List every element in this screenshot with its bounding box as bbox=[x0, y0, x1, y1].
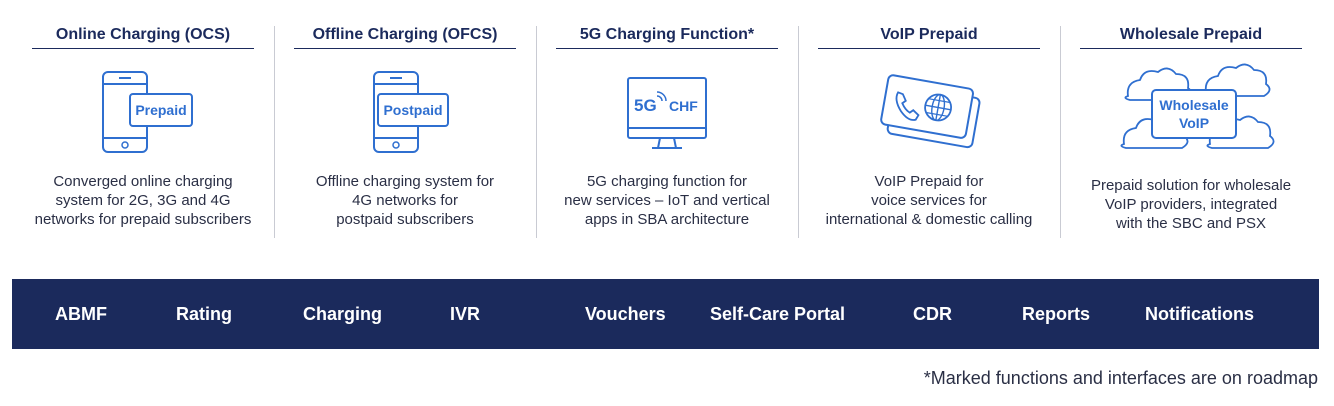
desc-line: Converged online charging bbox=[53, 173, 233, 190]
column-voip-prepaid: VoIP Prepaid VoIP Prepaid for voice serv… bbox=[798, 22, 1060, 240]
chf-label: CHF bbox=[669, 98, 698, 114]
column-5g-charging: 5G Charging Function* 5G CHF 5G charging… bbox=[536, 22, 798, 240]
column-divider bbox=[798, 26, 799, 238]
phone-icon: Postpaid bbox=[274, 68, 536, 168]
phone-badge-label: Postpaid bbox=[383, 102, 442, 118]
column-description: 5G charging function for new services – … bbox=[536, 172, 798, 229]
desc-line: 5G charging function for bbox=[586, 173, 748, 190]
desc-line: system for 2G, 3G and 4G bbox=[55, 192, 231, 209]
desc-line: with the SBC and PSX bbox=[1115, 215, 1267, 232]
5g-label: 5G bbox=[634, 96, 657, 115]
column-wholesale-prepaid: Wholesale Prepaid Wholesale VoIP Prepaid… bbox=[1060, 22, 1322, 240]
module-ivr: IVR bbox=[450, 304, 481, 324]
desc-line: VoIP Prepaid for bbox=[874, 173, 984, 190]
desc-line: VoIP providers, integrated bbox=[1104, 196, 1278, 213]
column-divider bbox=[1060, 26, 1061, 238]
desc-line: voice services for bbox=[871, 192, 987, 209]
desc-line: networks for prepaid subscribers bbox=[34, 211, 252, 228]
column-title: VoIP Prepaid bbox=[818, 22, 1040, 49]
desc-line: postpaid subscribers bbox=[336, 211, 474, 228]
roadmap-footnote: *Marked functions and interfaces are on … bbox=[923, 368, 1318, 388]
column-title: Online Charging (OCS) bbox=[32, 22, 254, 49]
column-offline-charging: Offline Charging (OFCS) Postpaid Offline… bbox=[274, 22, 536, 240]
column-online-charging: Online Charging (OCS) Prepaid Converged … bbox=[12, 22, 274, 240]
desc-line: new services – IoT and vertical bbox=[564, 192, 770, 209]
column-title: 5G Charging Function* bbox=[556, 22, 778, 49]
module-reports: Reports bbox=[1022, 304, 1091, 324]
monitor-icon: 5G CHF bbox=[536, 68, 798, 168]
module-cdr: CDR bbox=[913, 304, 952, 324]
column-description: VoIP Prepaid for voice services for inte… bbox=[798, 172, 1060, 229]
desc-line: Prepaid solution for wholesale bbox=[1090, 177, 1292, 194]
desc-line: 4G networks for bbox=[352, 192, 458, 209]
voip-label: VoIP bbox=[1179, 115, 1209, 131]
wholesale-label: Wholesale bbox=[1159, 97, 1228, 113]
module-rating: Rating bbox=[176, 304, 232, 324]
module-self-care-portal: Self-Care Portal bbox=[710, 304, 846, 324]
column-description: Converged online charging system for 2G,… bbox=[12, 172, 274, 229]
column-title: Wholesale Prepaid bbox=[1080, 22, 1302, 49]
module-notifications: Notifications bbox=[1145, 304, 1255, 324]
module-bar: ABMF Rating Charging IVR Vouchers Self-C… bbox=[12, 279, 1319, 349]
module-abmf: ABMF bbox=[55, 304, 107, 324]
column-description: Prepaid solution for wholesale VoIP prov… bbox=[1060, 176, 1322, 233]
column-divider bbox=[536, 26, 537, 238]
desc-line: apps in SBA architecture bbox=[584, 211, 750, 228]
module-vouchers: Vouchers bbox=[585, 304, 666, 324]
module-charging: Charging bbox=[303, 304, 382, 324]
phone-badge-label: Prepaid bbox=[135, 102, 186, 118]
column-divider bbox=[274, 26, 275, 238]
calling-card-icon bbox=[798, 68, 1060, 168]
column-title: Offline Charging (OFCS) bbox=[294, 22, 516, 49]
phone-icon: Prepaid bbox=[12, 68, 274, 168]
column-description: Offline charging system for 4G networks … bbox=[274, 172, 536, 229]
desc-line: Offline charging system for bbox=[315, 173, 495, 190]
feature-columns: Online Charging (OCS) Prepaid Converged … bbox=[12, 0, 1322, 250]
cloud-icon: Wholesale VoIP bbox=[1060, 52, 1322, 152]
desc-line: international & domestic calling bbox=[825, 211, 1033, 228]
